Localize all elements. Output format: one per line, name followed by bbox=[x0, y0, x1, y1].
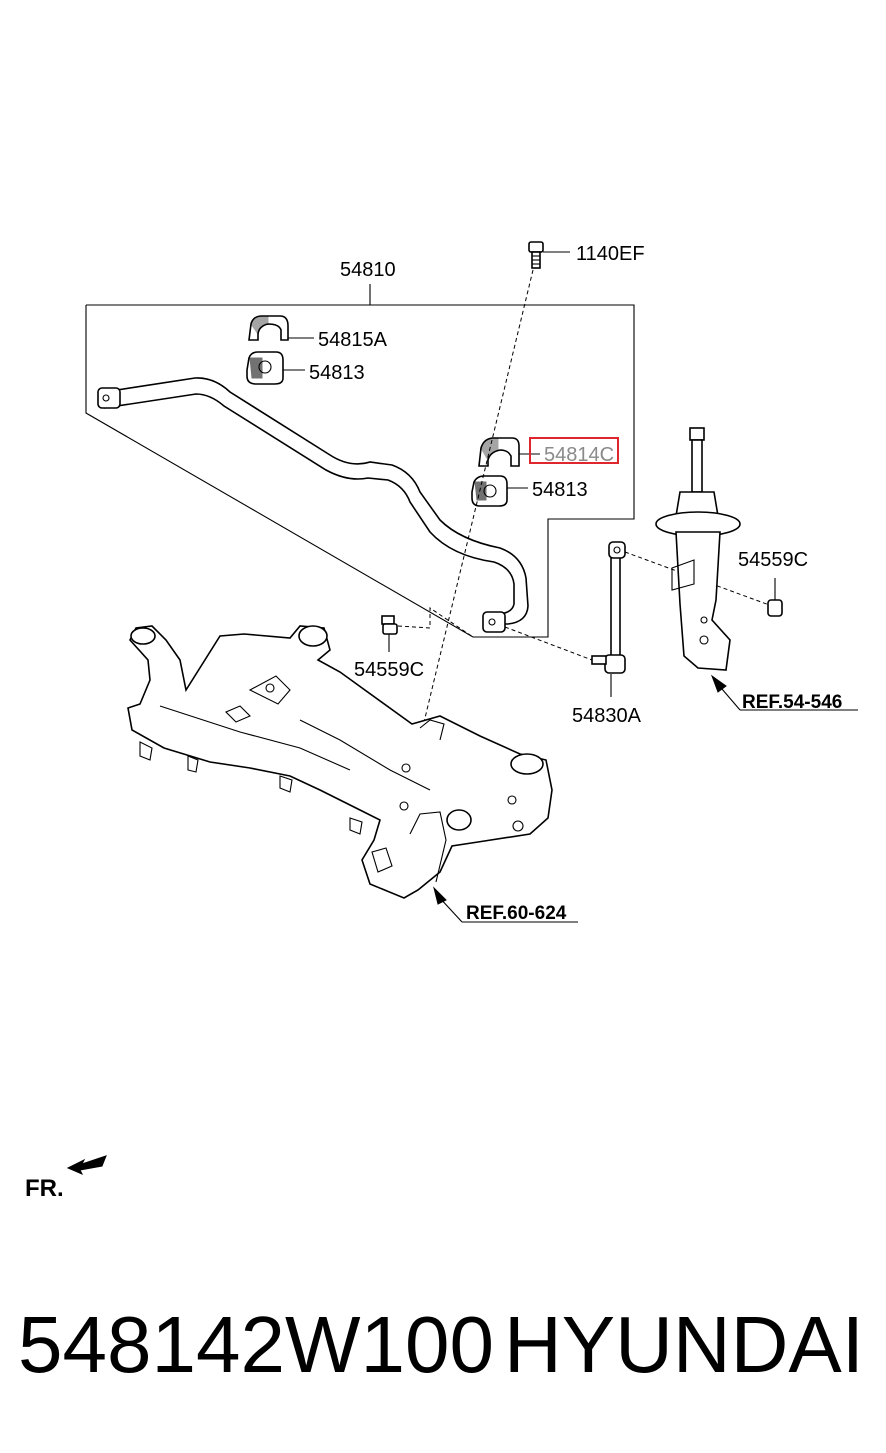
front-arrow-icon bbox=[66, 1155, 107, 1175]
callout-54813-lower[interactable]: 54813 bbox=[532, 479, 588, 501]
crossmember-drawing bbox=[127, 625, 578, 923]
bushing-54815a-drawing bbox=[248, 315, 289, 341]
bolt-1140ef-drawing bbox=[528, 241, 544, 269]
callout-54815a[interactable]: 54815A bbox=[318, 329, 388, 351]
strut-drawing bbox=[655, 427, 858, 711]
callout-54830a[interactable]: 54830A bbox=[572, 705, 642, 727]
part-number: 548142W100 bbox=[18, 1300, 494, 1389]
nut-54559c-left-drawing bbox=[381, 607, 474, 638]
callout-54559c-right[interactable]: 54559C bbox=[738, 549, 808, 571]
callout-54814c[interactable]: 54814C bbox=[544, 444, 614, 466]
stabilizer-bar bbox=[97, 377, 529, 633]
front-indicator-label: FR. bbox=[25, 1175, 64, 1202]
callout-54810[interactable]: 54810 bbox=[340, 259, 396, 281]
nut-54559c-right-drawing bbox=[767, 578, 783, 617]
ref-crossmember-label[interactable]: REF.60-624 bbox=[466, 903, 567, 924]
bushing-54813-upper-drawing bbox=[246, 351, 284, 385]
front-indicator: FR. bbox=[25, 1155, 107, 1202]
stabilizer-link-drawing bbox=[504, 541, 773, 697]
ref-strut-label[interactable]: REF.54-546 bbox=[742, 692, 842, 713]
callout-1140ef[interactable]: 1140EF bbox=[576, 243, 645, 265]
brand-name: HYUNDAI bbox=[503, 1300, 864, 1389]
assembly-frame bbox=[85, 284, 635, 638]
callout-54559c-left[interactable]: 54559C bbox=[354, 659, 424, 681]
highlight-box bbox=[529, 437, 619, 464]
callout-54813-upper[interactable]: 54813 bbox=[309, 362, 365, 384]
bushing-54814c-drawing bbox=[478, 437, 520, 467]
part-footer: 548142W100 HYUNDAI bbox=[0, 1290, 886, 1400]
